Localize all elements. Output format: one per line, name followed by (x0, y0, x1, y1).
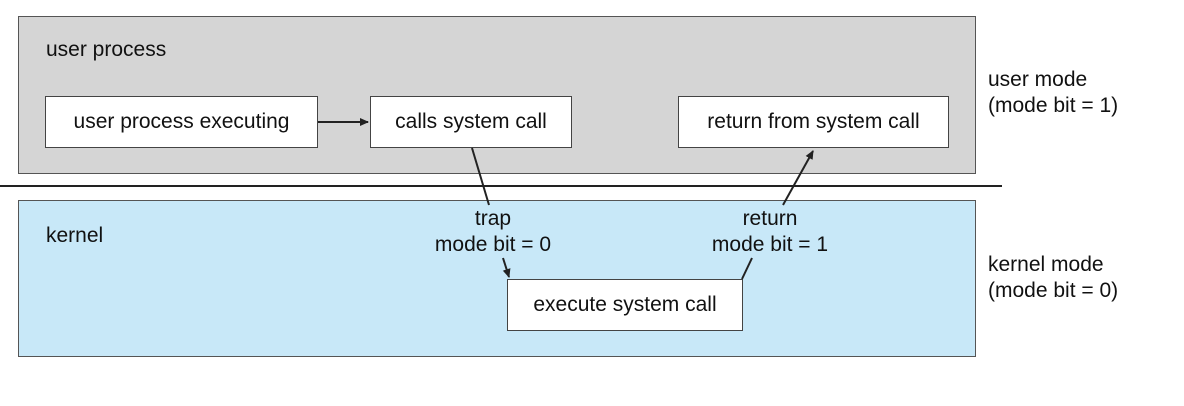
user-mode-label: user mode (988, 68, 1088, 91)
return-mode-bit-label: mode bit = 1 (711, 233, 829, 256)
kernel-mode-region: kernel (18, 200, 976, 357)
kernel-mode-label: kernel mode (988, 253, 1104, 276)
return-edge-label: return mode bit = 1 (695, 206, 845, 258)
calls-system-call-box: calls system call (370, 96, 572, 148)
user-mode-bit-label: (mode bit = 1) (988, 94, 1119, 117)
execute-system-call-box: execute system call (507, 279, 743, 331)
trap-mode-bit-label: mode bit = 0 (434, 233, 552, 256)
kernel-label: kernel (46, 224, 104, 247)
kernel-mode-side-label: kernel mode (mode bit = 0) (988, 252, 1118, 304)
user-process-label: user process (46, 38, 167, 61)
user-mode-side-label: user mode (mode bit = 1) (988, 67, 1118, 119)
trap-label: trap (474, 207, 512, 230)
return-label: return (742, 207, 798, 230)
user-mode-region: user process (18, 16, 976, 174)
return-from-system-call-box: return from system call (678, 96, 949, 148)
trap-edge-label: trap mode bit = 0 (418, 206, 568, 258)
kernel-mode-bit-label: (mode bit = 0) (988, 279, 1119, 302)
user-process-executing-box: user process executing (45, 96, 318, 148)
mode-divider-line (0, 185, 1002, 187)
